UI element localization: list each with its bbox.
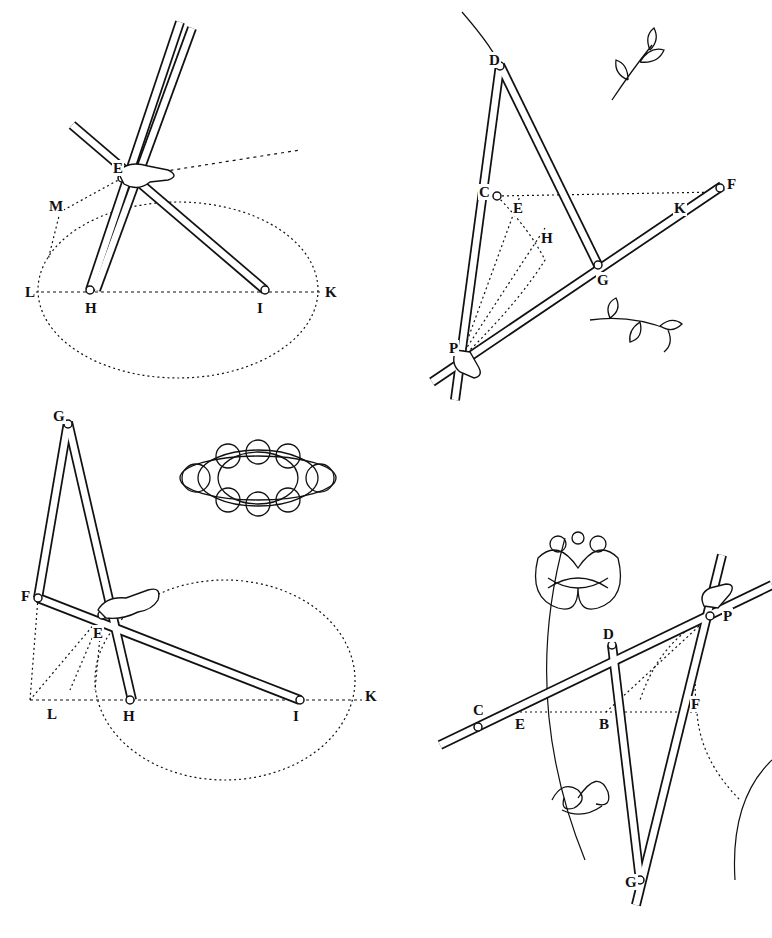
point-letter: G bbox=[52, 408, 66, 424]
point-letter: M bbox=[48, 198, 64, 214]
point-letter: D bbox=[488, 52, 501, 68]
point-letter: K bbox=[364, 688, 378, 704]
point-letter: I bbox=[292, 708, 300, 724]
point-letter: P bbox=[722, 608, 733, 624]
point-letter: F bbox=[20, 588, 31, 604]
point-letter: G bbox=[596, 272, 610, 288]
point-letter: L bbox=[24, 284, 36, 300]
point-letter: C bbox=[478, 184, 491, 200]
point-letter: F bbox=[726, 176, 737, 192]
point-letter: H bbox=[84, 300, 98, 316]
point-letter: C bbox=[472, 702, 485, 718]
point-letter: P bbox=[448, 340, 459, 356]
point-letter: B bbox=[598, 716, 610, 732]
point-letter: E bbox=[112, 160, 124, 176]
point-letter: E bbox=[92, 625, 104, 641]
point-letter: G bbox=[624, 874, 638, 890]
point-letter: D bbox=[602, 626, 615, 642]
point-letter: H bbox=[540, 230, 554, 246]
point-letter: E bbox=[514, 716, 526, 732]
point-letter: F bbox=[690, 696, 701, 712]
point-letter: H bbox=[122, 708, 136, 724]
point-letter: K bbox=[673, 200, 687, 216]
point-letter: K bbox=[324, 284, 338, 300]
point-letter: I bbox=[256, 300, 264, 316]
point-letter: L bbox=[46, 706, 58, 722]
point-letter: E bbox=[512, 200, 524, 216]
